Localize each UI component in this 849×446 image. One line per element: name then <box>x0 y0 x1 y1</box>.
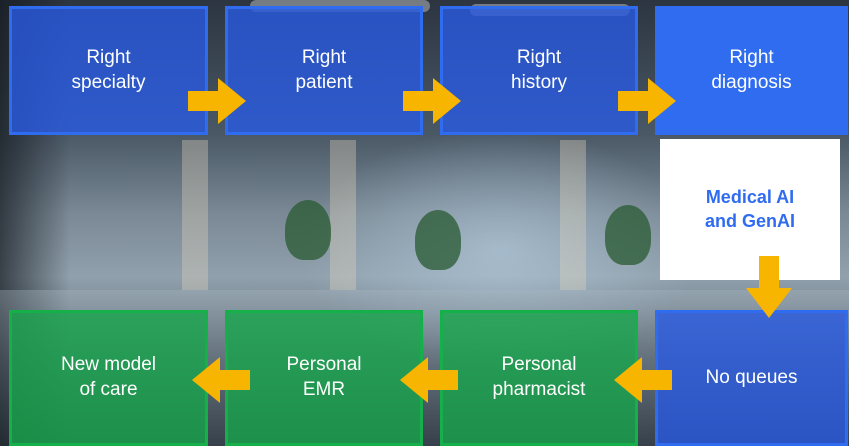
step-label: New model of care <box>60 354 157 400</box>
step-right-history: Right history <box>440 6 638 135</box>
step-label: Right diagnosis <box>711 46 792 93</box>
arrow-left-icon <box>192 357 250 403</box>
step-label: No queues <box>705 366 798 388</box>
arrow-right-icon <box>188 78 246 124</box>
step-label: Right history <box>511 46 567 93</box>
callout-label: Medical AI and GenAI <box>704 187 795 231</box>
step-label: Right specialty <box>71 46 146 93</box>
step-right-specialty: Right specialty <box>9 6 208 135</box>
step-label: Personal EMR <box>286 354 362 400</box>
step-right-diagnosis: Right diagnosis <box>655 6 848 135</box>
step-label: Right patient <box>295 46 353 93</box>
arrow-right-icon <box>618 78 676 124</box>
step-label: Personal pharmacist <box>492 354 586 400</box>
arrow-left-icon <box>614 357 672 403</box>
arrow-left-icon <box>400 357 458 403</box>
arrow-down-icon <box>746 256 792 318</box>
step-right-patient: Right patient <box>225 6 423 135</box>
step-new-model-of-care: New model of care <box>9 310 208 446</box>
step-personal-emr: Personal EMR <box>225 310 423 446</box>
callout-pointer-icon <box>738 139 776 153</box>
step-no-queues: No queues <box>655 310 848 446</box>
callout-medical-ai: Medical AI and GenAI <box>660 139 840 280</box>
step-personal-pharmacist: Personal pharmacist <box>440 310 638 446</box>
arrow-right-icon <box>403 78 461 124</box>
